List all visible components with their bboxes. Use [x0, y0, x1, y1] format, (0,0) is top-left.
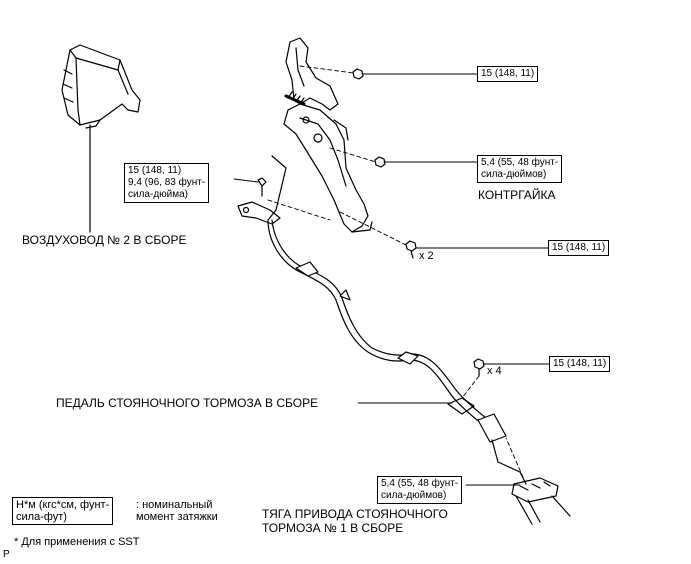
legend-unit-line1: Н*м (кгс*см, фунт-: [16, 499, 110, 511]
torque-value-line2: сила-дюймов): [481, 169, 547, 180]
brake-cable-drawing: [267, 155, 487, 425]
leader-bolt-x2: [339, 211, 407, 246]
left-bracket-drawing: [237, 177, 281, 225]
cable-label-line2: ТОРМОЗА № 1 В СБОРЕ: [262, 521, 404, 535]
torque-value-line1: 5,4 (55, 48 фунт-: [481, 157, 559, 168]
torque-value-line2: 9,4 (96, 83 фунт-: [128, 177, 206, 188]
leader-top-nut: [299, 65, 355, 74]
leader-left-bolt: [267, 199, 331, 221]
nut-top-icon: [352, 68, 364, 80]
torque-value: 15 (148, 11): [552, 242, 606, 253]
leader-equalizer: [505, 437, 527, 485]
air-duct-label: ВОЗДУХОВОД № 2 В СБОРЕ: [22, 233, 187, 247]
torque-box-top-nut: 15 (148, 11): [477, 66, 539, 82]
legend-desc-line1: : номинальный: [136, 499, 213, 511]
torque-box-bolt-x2: 15 (148, 11): [548, 240, 610, 256]
torque-value-line1: 5,4 (55, 48 фунт-: [381, 478, 459, 489]
multiplier-x4: x 4: [487, 365, 502, 377]
cable-label-line1: ТЯГА ПРИВОДА СТОЯНОЧНОГО: [262, 507, 448, 521]
cable-end-drawing: [447, 397, 521, 473]
locknut-label: КОНТРГАЙКА: [478, 188, 556, 202]
cable-assembly-label: ТЯГА ПРИВОДА СТОЯНОЧНОГО ТОРМОЗА № 1 В С…: [262, 507, 448, 535]
air-duct-drawing: [61, 44, 141, 129]
torque-value-line2: сила-дюймов): [381, 490, 447, 501]
torque-value-line3: сила-дюйма): [128, 189, 188, 200]
torque-value: 15 (148, 11): [553, 358, 607, 369]
bolt-x2-icon: [405, 240, 417, 259]
torque-box-locknut: 5,4 (55, 48 фунт- сила-дюймов): [477, 155, 563, 183]
legend-unit-box: Н*м (кгс*см, фунт- сила-фут): [12, 497, 114, 525]
pedal-assembly-label: ПЕДАЛЬ СТОЯНОЧНОГО ТОРМОЗА В СБОРЕ: [56, 396, 319, 410]
footnote: * Для применения с SST: [14, 536, 140, 548]
torque-box-bolt-x4: 15 (148, 11): [549, 356, 611, 372]
legend-description: : номинальный момент затяжки: [136, 499, 218, 523]
legend-desc-line2: момент затяжки: [136, 511, 218, 523]
corner-mark: P: [3, 549, 10, 560]
multiplier-x2: x 2: [419, 250, 434, 262]
torque-box-equalizer: 5,4 (55, 48 фунт- сила-дюймов): [377, 476, 463, 504]
equalizer-drawing: [511, 471, 571, 525]
leader-bolt-x4: [461, 375, 480, 399]
legend-unit-line2: сила-фут): [16, 511, 67, 523]
locknut-icon: [374, 156, 386, 168]
pedal-bracket-drawing: [283, 37, 373, 233]
torque-box-left-bracket: 15 (148, 11) 9,4 (96, 83 фунт- сила-дюйм…: [124, 163, 210, 203]
torque-value-line1: 15 (148, 11): [128, 165, 182, 176]
bolt-x4-icon: [473, 358, 485, 377]
leader-locknut: [329, 147, 377, 163]
torque-value: 15 (148, 11): [481, 68, 535, 79]
